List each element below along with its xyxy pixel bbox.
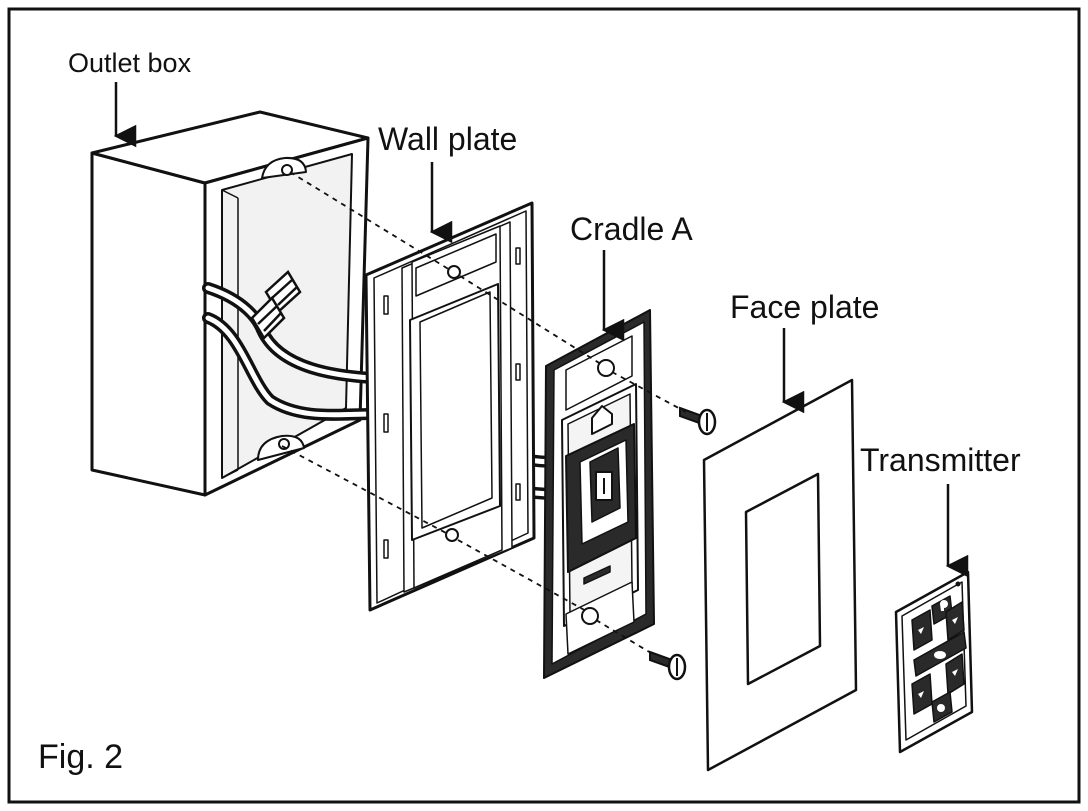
cradle-a bbox=[543, 309, 655, 679]
screw-icon bbox=[649, 650, 687, 681]
label-cradle-a: Cradle A bbox=[570, 211, 693, 247]
arrow-down-icon bbox=[918, 691, 924, 698]
arrow-down-icon bbox=[952, 669, 958, 676]
screw-icon bbox=[679, 406, 717, 436]
figure-border bbox=[7, 7, 1081, 804]
label-outlet-box: Outlet box bbox=[68, 48, 192, 78]
arrow-down-icon bbox=[918, 627, 924, 634]
alignment-lines bbox=[281, 171, 687, 657]
figure-caption: Fig. 2 bbox=[38, 738, 123, 776]
face-plate bbox=[702, 378, 858, 772]
arrow-down-icon bbox=[952, 617, 958, 624]
light-bulb-icon bbox=[940, 600, 948, 611]
wire-nut-icon bbox=[250, 270, 302, 341]
outlet-box bbox=[90, 110, 370, 497]
label-wall-plate: Wall plate bbox=[378, 121, 517, 157]
transmitter bbox=[894, 570, 974, 754]
wall-plate bbox=[364, 201, 536, 612]
label-face-plate: Face plate bbox=[730, 289, 879, 325]
label-transmitter: Transmitter bbox=[860, 442, 1021, 478]
fan-icon bbox=[937, 704, 945, 712]
power-switch-icon bbox=[934, 651, 946, 659]
house-icon bbox=[591, 405, 613, 435]
